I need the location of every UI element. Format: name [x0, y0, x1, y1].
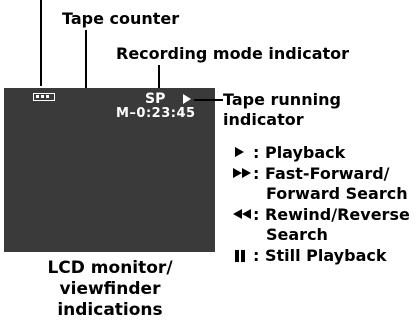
- caption-line-2: viewfinder: [59, 279, 161, 299]
- legend-fast-forward-label: : Fast-Forward/: [253, 164, 390, 183]
- tape-counter-value: M–0:23:45: [116, 106, 196, 121]
- legend-rewind-label-2: Search: [266, 225, 328, 244]
- recording-mode-leader: [158, 65, 160, 93]
- recording-mode-value: SP: [145, 91, 166, 107]
- caption-line-1: LCD monitor/: [47, 258, 173, 278]
- tape-counter-label: Tape counter: [62, 9, 180, 28]
- tape-counter-leader: [85, 30, 87, 112]
- rewind-icon: [233, 209, 251, 220]
- play-icon: [235, 147, 244, 157]
- pause-icon: [235, 250, 246, 262]
- caption-line-3: indications: [57, 300, 163, 320]
- leader-line-top: [40, 0, 42, 86]
- tape-running-leader: [194, 99, 223, 101]
- legend-rewind-label: : Rewind/Reverse: [253, 205, 410, 224]
- legend-still-playback-label: : Still Playback: [253, 246, 387, 265]
- tape-running-label-line2: indicator: [223, 110, 304, 129]
- tape-running-icon: [183, 94, 191, 104]
- fast-forward-icon: [233, 168, 251, 179]
- battery-icon: [33, 93, 55, 101]
- lcd-screen: SP M–0:23:45: [4, 88, 215, 252]
- tape-running-label-line1: Tape running: [223, 90, 341, 109]
- recording-mode-label: Recording mode indicator: [116, 44, 350, 63]
- legend-fast-forward-label-2: Forward Search: [266, 184, 408, 203]
- legend-playback-label: : Playback: [253, 143, 346, 162]
